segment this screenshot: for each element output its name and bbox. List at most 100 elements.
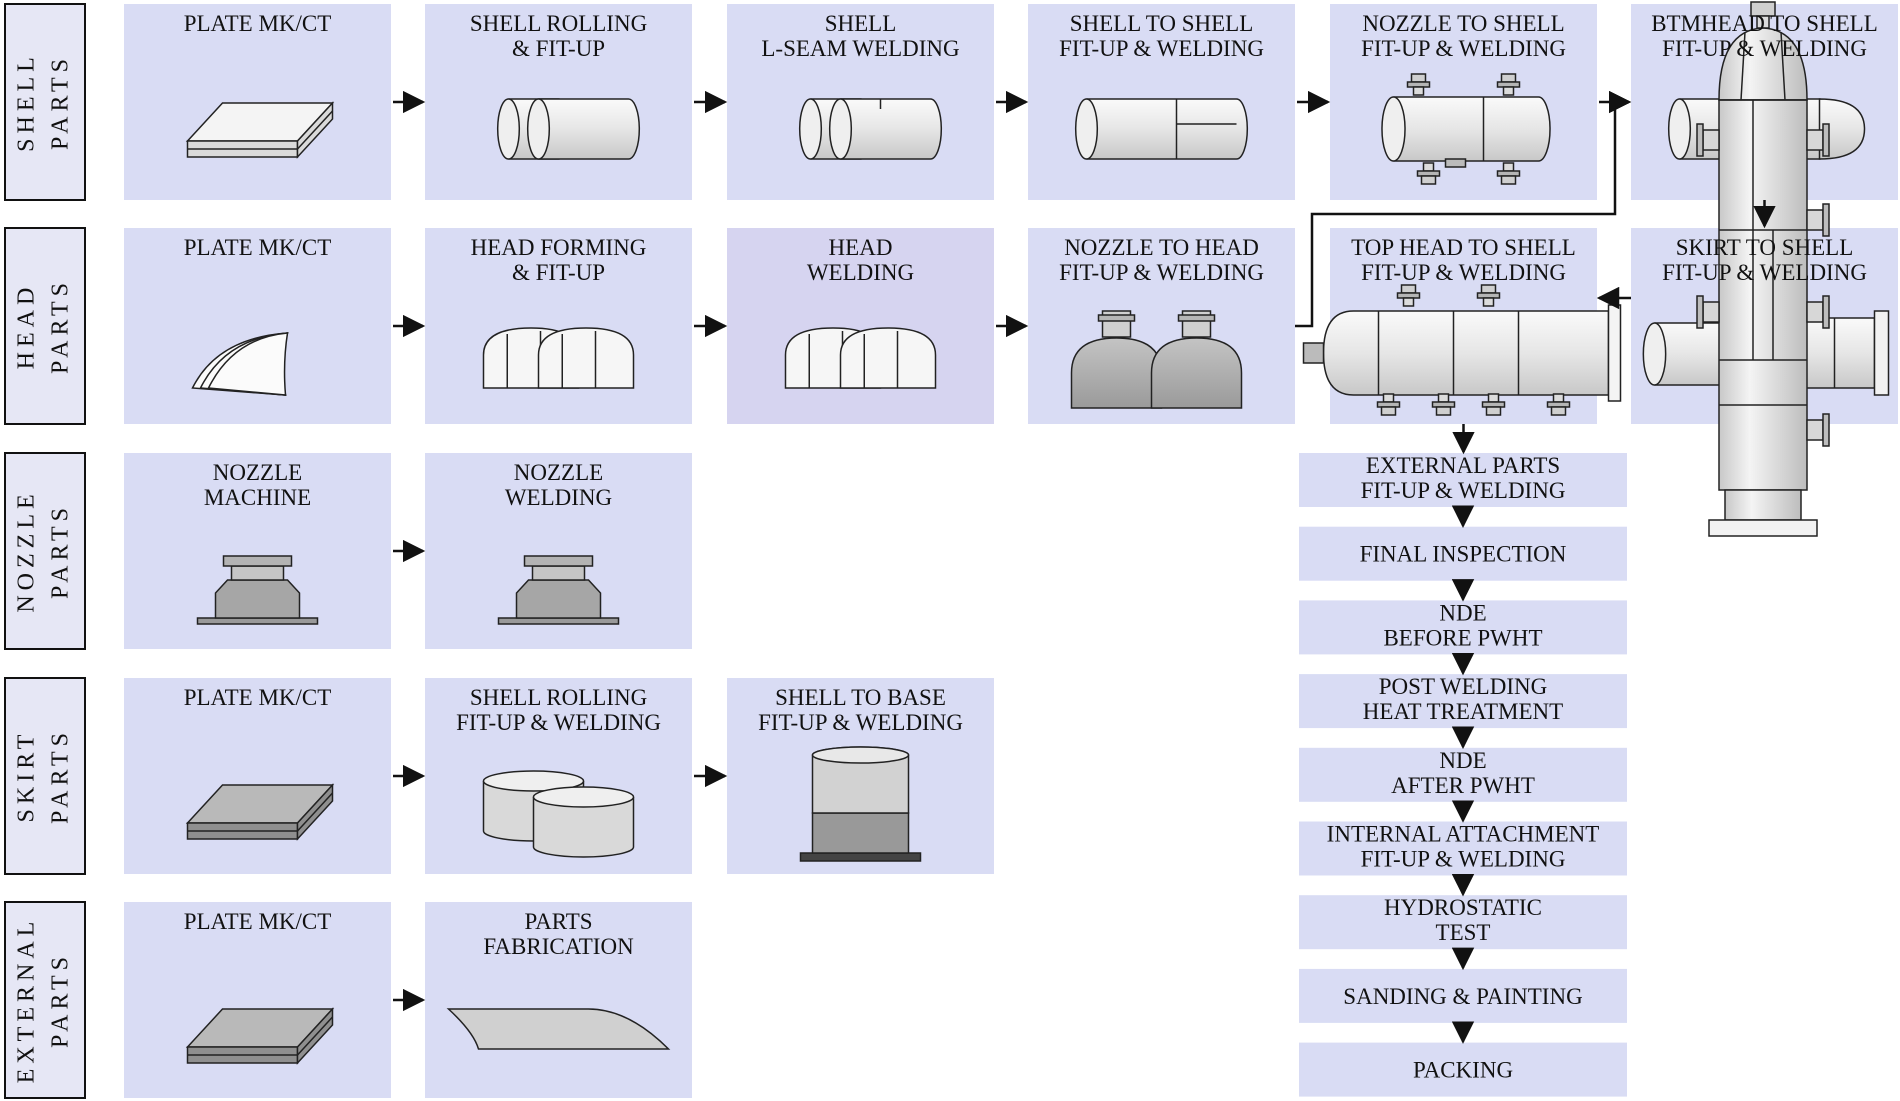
vertical-pressure-vessel-icon — [1696, 1, 1830, 537]
row-label-text: SKIRT — [14, 730, 40, 823]
final-step-box — [1299, 526, 1627, 581]
final-step-label: HEAT TREATMENT — [1363, 699, 1563, 724]
final-step-label: SANDING & PAINTING — [1343, 984, 1582, 1009]
process-box-title: FIT-UP & WELDING — [456, 710, 661, 735]
final-step-label: FIT-UP & WELDING — [1361, 847, 1566, 872]
final-step-label: NDE — [1439, 600, 1486, 625]
row-label-text: PARTS — [48, 278, 74, 374]
process-box-title: FABRICATION — [483, 934, 634, 959]
dome-heads-icon — [482, 327, 635, 389]
bent-plate-icon — [446, 1008, 671, 1050]
row-label-text: PARTS — [48, 728, 74, 824]
process-box-title: NOZZLE TO SHELL — [1362, 11, 1564, 36]
process-box-title: FIT-UP & WELDING — [1361, 36, 1566, 61]
curved-petals-icon — [191, 332, 289, 396]
two-cylinders-icon — [496, 98, 641, 160]
process-box-title: SHELL TO BASE — [775, 685, 946, 710]
row-label-text: SHELL — [14, 52, 40, 152]
process-box-title: PLATE MK/CT — [184, 235, 332, 260]
row-label-nozzle — [4, 452, 86, 650]
row-label-text: PARTS — [48, 503, 74, 599]
final-step-label: INTERNAL ATTACHMENT — [1327, 822, 1600, 847]
process-box-title: FIT-UP & WELDING — [1662, 36, 1867, 61]
final-step-box — [1299, 747, 1627, 802]
final-step-label: POST WELDING — [1379, 674, 1547, 699]
dark-plate-icon — [185, 783, 335, 841]
process-box-title: FIT-UP & WELDING — [1662, 260, 1867, 285]
final-step-box — [1299, 453, 1627, 507]
row-label-shell — [4, 3, 86, 201]
row-label-external — [4, 901, 86, 1099]
process-box-title: HEAD — [829, 235, 893, 260]
row-label-text: NOZZLE — [14, 489, 40, 612]
row-label-skirt — [4, 677, 86, 875]
process-box-title: FIT-UP & WELDING — [1059, 260, 1264, 285]
short-cylinders-icon — [482, 770, 635, 858]
process-box-title: HEAD FORMING — [471, 235, 647, 260]
process-box-head-welding — [727, 228, 994, 424]
process-box-title: SHELL TO SHELL — [1070, 11, 1254, 36]
process-box-title: SHELL ROLLING — [470, 685, 647, 710]
final-step-label: FINAL INSPECTION — [1360, 542, 1567, 567]
process-box-title: SKIRT TO SHELL — [1676, 235, 1854, 260]
process-box-title: FIT-UP & WELDING — [1361, 260, 1566, 285]
final-step-label: AFTER PWHT — [1391, 773, 1535, 798]
final-step-box — [1299, 674, 1627, 729]
process-box-title: NOZZLE — [514, 460, 603, 485]
final-step-box — [1299, 600, 1627, 655]
final-step-label: EXTERNAL PARTS — [1366, 453, 1560, 478]
dark-plate-icon — [185, 1007, 335, 1065]
final-step-label: FIT-UP & WELDING — [1361, 478, 1566, 503]
process-box-title: NOZZLE TO HEAD — [1064, 235, 1259, 260]
flow-arrow-head-to-shell — [1295, 90, 1632, 328]
process-box-title: WELDING — [807, 260, 914, 285]
row-label-text: PARTS — [48, 54, 74, 150]
process-box-title: L-SEAM WELDING — [761, 36, 959, 61]
process-box-external-plate — [124, 902, 391, 1098]
process-box-title: MACHINE — [204, 485, 311, 510]
shell-with-nozzles-icon — [1381, 73, 1551, 185]
process-box-title: & FIT-UP — [512, 260, 605, 285]
skirt-on-base-icon — [799, 746, 922, 862]
full-vessel-horizontal-icon — [1302, 284, 1622, 416]
process-box-title: SHELL — [825, 11, 897, 36]
process-box-title: & FIT-UP — [512, 36, 605, 61]
process-box-title: TOP HEAD TO SHELL — [1351, 235, 1576, 260]
final-step-label: HYDROSTATIC — [1384, 895, 1542, 920]
process-box-skirt-plate — [124, 678, 391, 874]
process-box-title: PLATE MK/CT — [184, 685, 332, 710]
row-label-text: EXTERNAL — [14, 917, 40, 1084]
process-box-title: FIT-UP & WELDING — [758, 710, 963, 735]
process-box-head-forming — [425, 228, 692, 424]
row-label-text: HEAD — [14, 283, 40, 370]
row-label-text: PARTS — [48, 952, 74, 1048]
final-step-box — [1299, 821, 1627, 876]
process-box-title: BTMHEAD TO SHELL — [1651, 11, 1878, 36]
process-box-title: SHELL ROLLING — [470, 11, 647, 36]
final-step-box — [1299, 1042, 1627, 1097]
flat-plate-icon — [185, 101, 335, 159]
process-box-shell-plate — [124, 4, 391, 200]
final-step-box — [1299, 968, 1627, 1023]
process-box-title: PARTS — [524, 909, 592, 934]
final-step-label: BEFORE PWHT — [1383, 625, 1542, 650]
joined-shell-icon — [1074, 98, 1249, 160]
process-box-title: PLATE MK/CT — [184, 11, 332, 36]
welded-domes-icon — [784, 327, 937, 389]
process-box-title: FIT-UP & WELDING — [1059, 36, 1264, 61]
process-box-title: PLATE MK/CT — [184, 909, 332, 934]
process-box-parts-fabrication — [425, 902, 692, 1098]
final-step-label: NDE — [1439, 748, 1486, 773]
welded-cylinders-icon — [798, 98, 943, 160]
final-step-box — [1299, 895, 1627, 950]
row-label-head — [4, 227, 86, 425]
nozzle-flange-icon — [497, 555, 620, 625]
final-step-label: PACKING — [1413, 1058, 1513, 1083]
process-box-title: NOZZLE — [213, 460, 302, 485]
process-box-title: WELDING — [505, 485, 612, 510]
final-step-label: TEST — [1436, 920, 1491, 945]
nozzle-flange-icon — [196, 555, 319, 625]
heads-with-nozzles-icon — [1070, 310, 1243, 409]
